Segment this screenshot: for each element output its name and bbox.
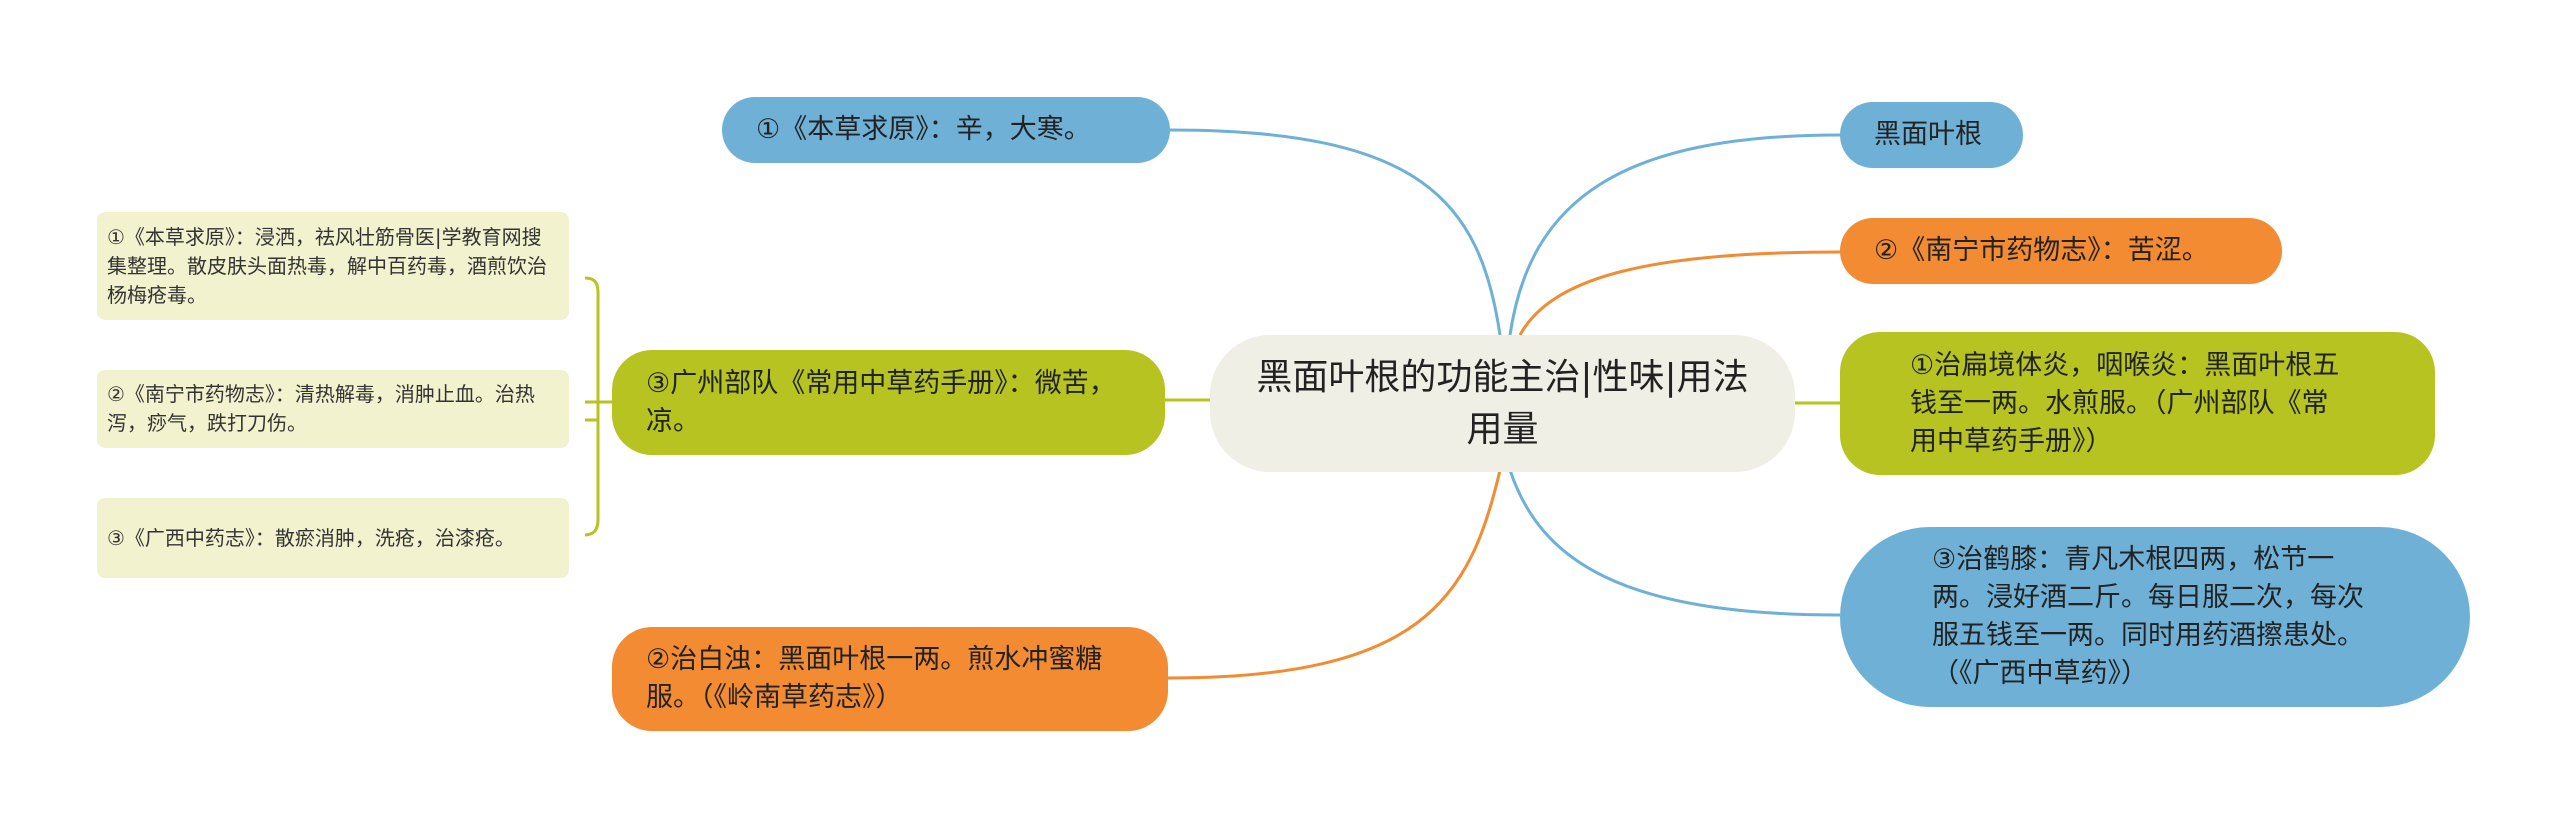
node-right-1-text: ①治扁境体炎，咽喉炎：黑面叶根五钱至一两。水煎服。（广州部队《常用中草药手册》） — [1910, 349, 2340, 457]
node-right-name-text: 黑面叶根 — [1874, 119, 1982, 150]
card-3[interactable]: ③《广西中药志》：散瘀消肿，洗疮，治漆疮。 — [97, 498, 569, 578]
card-3-text: ③《广西中药志》：散瘀消肿，洗疮，治漆疮。 — [107, 525, 515, 550]
link-left-1 — [1169, 128, 1502, 336]
card-2-text: ②《南宁市药物志》：清热解毒，消肿止血。治热泻，痧气，跌打刀伤。 — [107, 382, 535, 435]
node-right-name[interactable]: 黑面叶根 — [1840, 102, 2023, 168]
node-right-3-text: ③治鹤膝：青凡木根四两，松节一两。浸好酒二斤。每日服二次，每次服五钱至一两。同时… — [1932, 544, 2364, 689]
node-left-3[interactable]: ③广州部队《常用中草药手册》：微苦，凉。 — [612, 350, 1165, 455]
link-right-2 — [1518, 250, 1841, 336]
link-right-3 — [1508, 469, 1841, 617]
node-right-2-text: ②《南宁市药物志》：苦涩。 — [1874, 235, 2209, 266]
card-1-text: ①《本草求原》：浸洒，祛风壮筋骨医|学教育网搜集整理。散皮肤头面热毒，解中百药毒… — [107, 224, 547, 307]
node-right-3[interactable]: ③治鹤膝：青凡木根四两，松节一两。浸好酒二斤。每日服二次，每次服五钱至一两。同时… — [1840, 527, 2470, 707]
center-topic-text: 黑面叶根的功能主治|性味|用法用量 — [1256, 356, 1749, 450]
node-left-2[interactable]: ②治白浊：黑面叶根一两。煎水冲蜜糖服。（《岭南草药志》） — [612, 627, 1168, 731]
bracket-cards — [584, 276, 612, 537]
link-left-2 — [1167, 469, 1502, 680]
card-2[interactable]: ②《南宁市药物志》：清热解毒，消肿止血。治热泻，痧气，跌打刀伤。 — [97, 370, 569, 448]
node-left-1[interactable]: ①《本草求原》：辛，大寒。 — [722, 97, 1170, 163]
link-right-name — [1508, 133, 1841, 336]
center-topic: 黑面叶根的功能主治|性味|用法用量 — [1210, 335, 1795, 472]
node-left-2-text: ②治白浊：黑面叶根一两。煎水冲蜜糖服。（《岭南草药志》） — [646, 644, 1103, 713]
node-left-3-text: ③广州部队《常用中草药手册》：微苦，凉。 — [646, 367, 1116, 437]
node-left-1-text: ①《本草求原》：辛，大寒。 — [756, 114, 1091, 145]
node-right-1[interactable]: ①治扁境体炎，咽喉炎：黑面叶根五钱至一两。水煎服。（广州部队《常用中草药手册》） — [1840, 332, 2435, 475]
card-1[interactable]: ①《本草求原》：浸洒，祛风壮筋骨医|学教育网搜集整理。散皮肤头面热毒，解中百药毒… — [97, 212, 569, 320]
node-right-2[interactable]: ②《南宁市药物志》：苦涩。 — [1840, 218, 2282, 284]
